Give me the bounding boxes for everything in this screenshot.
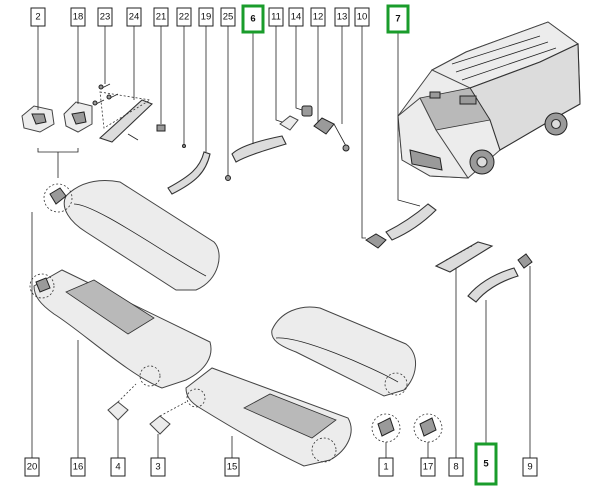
- bracket-8: [434, 241, 494, 273]
- label-20: 20: [24, 457, 40, 477]
- part-14: [301, 105, 313, 117]
- sun-visor-16: [29, 269, 212, 389]
- svg-text:18: 18: [73, 12, 84, 23]
- svg-text:1: 1: [383, 462, 388, 473]
- svg-text:11: 11: [271, 12, 281, 23]
- label-9: 9: [522, 457, 538, 477]
- svg-text:17: 17: [423, 462, 434, 473]
- svg-text:4: 4: [115, 462, 120, 473]
- svg-text:7: 7: [395, 14, 400, 25]
- label-24: 24: [126, 7, 142, 27]
- cap-11: [279, 115, 299, 131]
- grab-handle-7: [385, 203, 437, 241]
- svg-text:16: 16: [73, 462, 84, 473]
- label-1: 1: [378, 457, 394, 477]
- svg-text:25: 25: [223, 12, 234, 23]
- clip-1: [371, 413, 401, 443]
- screw-13: [333, 123, 350, 152]
- sun-visor-15: [185, 367, 352, 467]
- part-22: [182, 144, 186, 148]
- clip-18: [63, 101, 93, 133]
- svg-text:8: 8: [453, 462, 458, 473]
- svg-text:10: 10: [357, 12, 368, 23]
- svg-text:6: 6: [250, 14, 255, 25]
- clip-10: [365, 233, 387, 249]
- svg-text:24: 24: [129, 12, 140, 23]
- clip-21: [156, 124, 166, 132]
- svg-text:22: 22: [179, 12, 190, 23]
- label-19: 19: [198, 7, 214, 27]
- label-23: 23: [97, 7, 113, 27]
- clip-9: [517, 253, 533, 269]
- svg-text:19: 19: [201, 12, 212, 23]
- svg-text:12: 12: [313, 12, 324, 23]
- svg-text:9: 9: [527, 462, 532, 473]
- label-10: 10: [354, 7, 370, 27]
- clip-2: [21, 105, 55, 133]
- screws-link-lines: [99, 91, 152, 129]
- visor-clip-20: [43, 183, 73, 213]
- label-12: 12: [310, 7, 326, 27]
- leader-lines: [31, 26, 531, 458]
- svg-text:21: 21: [156, 12, 167, 23]
- label-21: 21: [153, 7, 169, 27]
- label-16: 16: [70, 457, 86, 477]
- label-6: 6: [241, 4, 265, 34]
- label-5: 5: [474, 442, 498, 486]
- svg-text:15: 15: [227, 462, 238, 473]
- svg-text:14: 14: [291, 12, 302, 23]
- label-8: 8: [448, 457, 464, 477]
- screws-23: [92, 83, 119, 106]
- van-illustration: [397, 21, 581, 179]
- label-13: 13: [334, 7, 350, 27]
- label-17: 17: [420, 457, 436, 477]
- sun-visor-20: [63, 180, 220, 291]
- svg-text:3: 3: [155, 462, 160, 473]
- label-2: 2: [30, 7, 46, 27]
- svg-text:23: 23: [100, 12, 111, 23]
- clip-17: [413, 413, 443, 443]
- grab-handle-6: [231, 135, 287, 163]
- svg-text:13: 13: [337, 12, 348, 23]
- label-22: 22: [176, 7, 192, 27]
- sun-visor-1: [271, 306, 416, 397]
- label-15: 15: [224, 457, 240, 477]
- bracket-24: [98, 99, 154, 143]
- clip-4: [107, 383, 137, 421]
- label-18: 18: [70, 7, 86, 27]
- svg-text:5: 5: [483, 459, 489, 470]
- label-14: 14: [288, 7, 304, 27]
- screw-25: [225, 175, 231, 181]
- clip-3: [149, 401, 187, 435]
- label-11: 11: [268, 7, 284, 27]
- svg-text:20: 20: [27, 462, 38, 473]
- handle-19: [167, 151, 211, 195]
- label-7: 7: [386, 4, 410, 34]
- grab-handle-5: [467, 267, 519, 303]
- label-25: 25: [220, 7, 236, 27]
- label-4: 4: [110, 457, 126, 477]
- svg-text:2: 2: [35, 12, 40, 23]
- part-12: [313, 117, 335, 135]
- label-3: 3: [150, 457, 166, 477]
